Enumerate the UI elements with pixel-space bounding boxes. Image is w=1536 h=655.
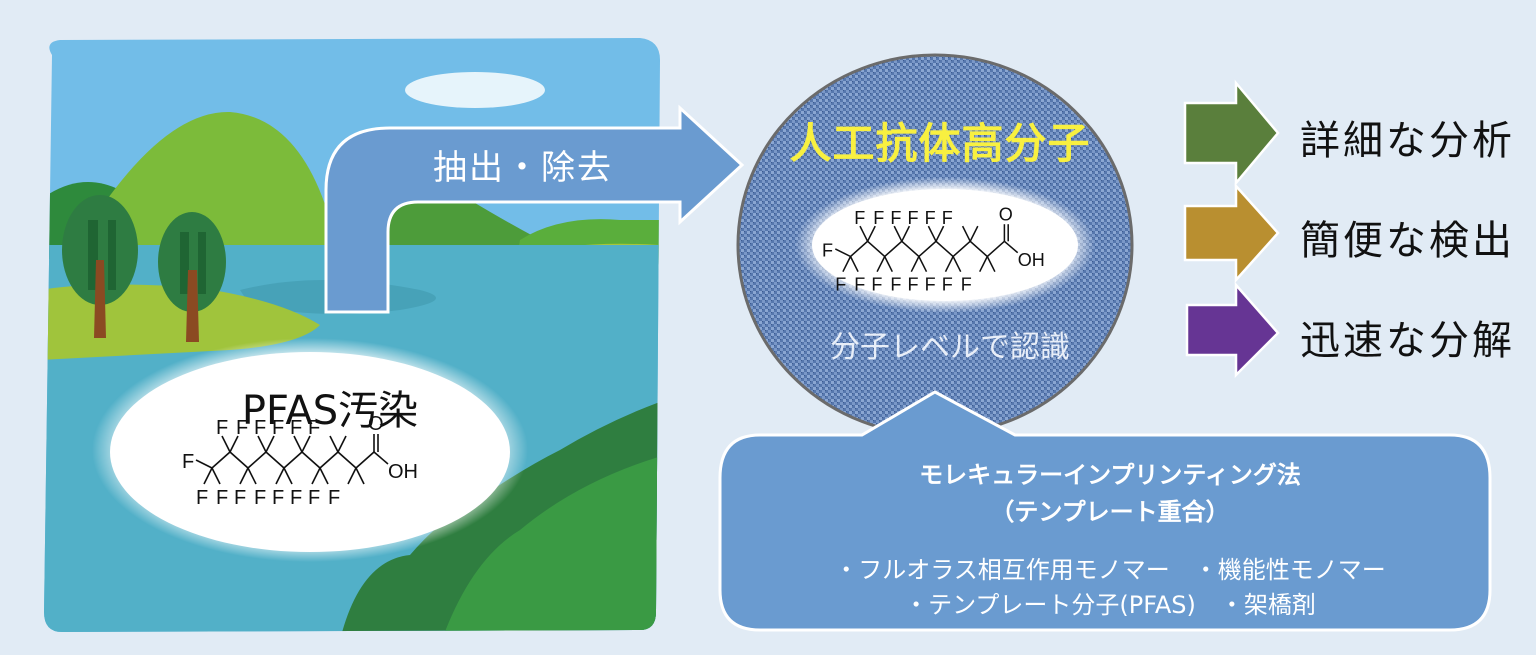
svg-text:F: F bbox=[308, 417, 320, 439]
svg-text:F: F bbox=[272, 487, 284, 509]
svg-text:OH: OH bbox=[1018, 250, 1045, 270]
analysis-arrow-icon bbox=[1183, 79, 1280, 187]
svg-text:F: F bbox=[196, 487, 208, 509]
svg-text:F: F bbox=[272, 417, 284, 439]
svg-text:F: F bbox=[890, 275, 901, 295]
pfas-contamination-title: PFAS汚染 bbox=[241, 388, 419, 434]
svg-text:F: F bbox=[236, 417, 248, 439]
tree-icon bbox=[62, 195, 138, 338]
svg-text:F: F bbox=[254, 487, 266, 509]
method-subtitle: （テンプレート重合） bbox=[990, 498, 1230, 526]
svg-text:OH: OH bbox=[388, 461, 418, 483]
svg-text:F: F bbox=[854, 208, 865, 228]
degradation-arrow-icon bbox=[1185, 281, 1280, 379]
svg-text:F: F bbox=[182, 451, 194, 473]
svg-text:F: F bbox=[822, 241, 833, 261]
svg-text:F: F bbox=[890, 208, 901, 228]
svg-text:F: F bbox=[942, 275, 953, 295]
svg-text:F: F bbox=[871, 275, 882, 295]
detection-arrow-icon bbox=[1183, 182, 1280, 284]
svg-text:F: F bbox=[925, 208, 936, 228]
svg-text:F: F bbox=[234, 487, 246, 509]
svg-text:F: F bbox=[216, 487, 228, 509]
svg-text:F: F bbox=[835, 275, 846, 295]
svg-text:O: O bbox=[368, 413, 384, 435]
svg-text:F: F bbox=[254, 417, 266, 439]
svg-text:F: F bbox=[908, 208, 919, 228]
pfas-contamination-ellipse bbox=[110, 352, 510, 552]
svg-text:F: F bbox=[908, 275, 919, 295]
outcome-detailed-analysis: 詳細な分析 bbox=[1300, 118, 1515, 164]
method-components-row-2: ・テンプレート分子(PFAS) ・架橋剤 bbox=[904, 591, 1316, 619]
svg-text:F: F bbox=[925, 275, 936, 295]
method-callout-box bbox=[718, 390, 1492, 632]
artificial-antibody-polymer-title: 人工抗体高分子 bbox=[789, 119, 1091, 168]
method-title: モレキュラーインプリンティング法 bbox=[919, 461, 1301, 489]
extraction-arrow bbox=[324, 104, 745, 314]
svg-text:F: F bbox=[328, 487, 340, 509]
svg-text:F: F bbox=[290, 417, 302, 439]
outcome-simple-detection: 簡便な検出 bbox=[1300, 218, 1515, 264]
svg-text:F: F bbox=[873, 208, 884, 228]
extraction-removal-label: 抽出・除去 bbox=[433, 148, 613, 188]
svg-text:F: F bbox=[216, 417, 228, 439]
binding-site-ellipse bbox=[812, 189, 1078, 301]
svg-text:F: F bbox=[854, 275, 865, 295]
tree-icon bbox=[158, 212, 226, 342]
svg-text:F: F bbox=[290, 487, 302, 509]
svg-text:O: O bbox=[999, 204, 1013, 224]
outcome-rapid-degradation: 迅速な分解 bbox=[1300, 318, 1515, 364]
molecular-recognition-label: 分子レベルで認識 bbox=[830, 330, 1070, 365]
svg-text:F: F bbox=[308, 487, 320, 509]
svg-text:F: F bbox=[942, 208, 953, 228]
method-components-row-1: ・フルオラス相互作用モノマー ・機能性モノマー bbox=[834, 556, 1386, 584]
svg-text:F: F bbox=[961, 275, 972, 295]
